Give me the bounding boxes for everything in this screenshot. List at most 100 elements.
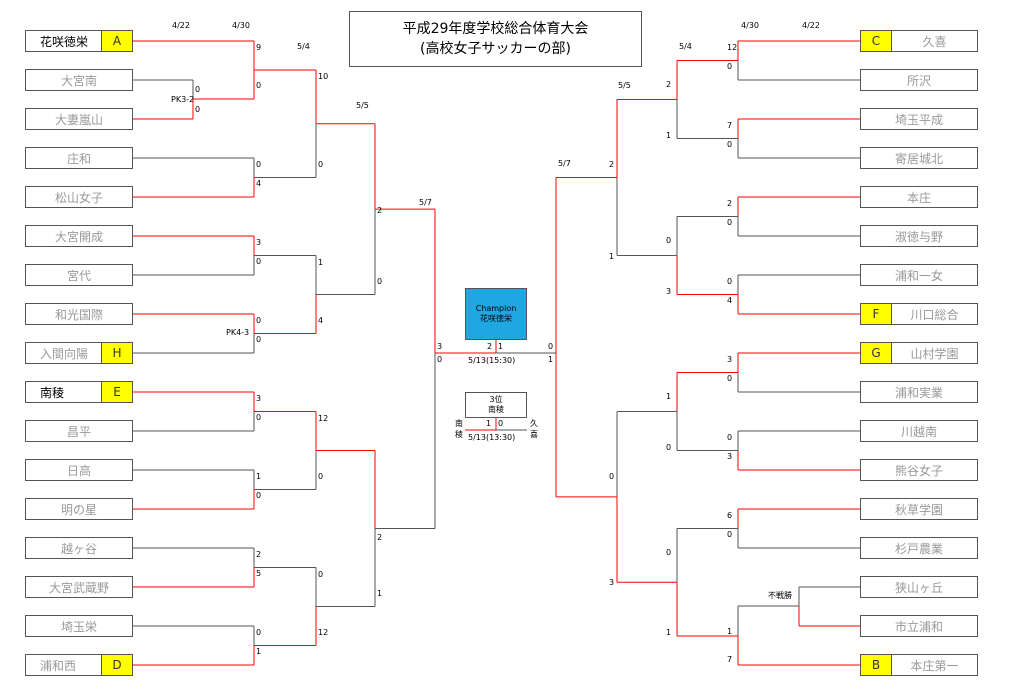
score: 12 [318, 413, 329, 423]
third-place-box: 3位 南稜 [465, 392, 527, 418]
champion-label: Champion [475, 304, 517, 313]
score: 0 [437, 355, 443, 364]
team-name: 埼玉平成 [894, 112, 943, 127]
date-label: 5/7 [558, 159, 571, 168]
pk-note: PK4-3 [226, 328, 250, 337]
left-team-5: 松山女子 [25, 186, 133, 208]
team-name: 川越南 [900, 424, 937, 439]
score: 0 [548, 342, 554, 351]
score: 0 [318, 159, 324, 169]
team-name: 浦和実業 [894, 385, 943, 400]
team-name: 昌平 [66, 424, 91, 439]
final-date: 5/13(15:30) [468, 356, 516, 365]
team-name: 花咲徳栄 [40, 34, 89, 49]
score: 1 [609, 251, 615, 261]
score: 0 [256, 160, 262, 169]
team-name: 大妻嵐山 [54, 112, 103, 127]
date-label: 5/4 [297, 42, 310, 51]
right-team-5: 本庄 [860, 186, 978, 208]
score: 0 [256, 81, 262, 90]
score: 0 [727, 530, 733, 539]
score: 4 [318, 315, 324, 325]
date-label: 5/4 [679, 42, 692, 51]
team-name: 秋草学園 [894, 502, 943, 517]
team-name: 越ヶ谷 [60, 541, 97, 556]
left-team-14: 越ヶ谷 [25, 537, 133, 559]
right-team-11: 川越南 [860, 420, 978, 442]
left-team-11: 昌平 [25, 420, 133, 442]
score: 1 [318, 257, 324, 267]
right-team-12: 熊谷女子 [860, 459, 978, 481]
score: 0 [666, 442, 672, 452]
seed-badge: D [101, 655, 132, 675]
team-name: 宮代 [66, 268, 91, 283]
score: 12 [727, 43, 738, 52]
left-team-13: 明の星 [25, 498, 133, 520]
score: 9 [256, 43, 262, 52]
score: 1 [256, 647, 262, 656]
score: 7 [727, 121, 733, 130]
score: 4 [256, 179, 262, 188]
score: 3 [437, 342, 443, 351]
left-team-16: 埼玉栄 [25, 615, 133, 637]
score: 3 [666, 286, 672, 296]
score: 0 [727, 140, 733, 149]
third-score-right: 0 [498, 419, 504, 428]
left-team-12: 日高 [25, 459, 133, 481]
score: 0 [256, 316, 262, 325]
score: 1 [666, 628, 672, 637]
score: 10 [318, 72, 329, 81]
left-team-2: 大宮南 [25, 69, 133, 91]
date-label: 4/30 [232, 21, 250, 30]
left-team-6: 大宮開成 [25, 225, 133, 247]
right-team-15: 狭山ヶ丘 [860, 576, 978, 598]
seed-badge: E [101, 382, 132, 402]
title-line-1: 平成29年度学校総合体育大会 [402, 21, 589, 37]
score: 0 [195, 85, 201, 94]
seed-badge: B [861, 655, 892, 675]
team-name: 久喜 [922, 34, 947, 49]
score: 12 [318, 627, 329, 637]
score: 0 [727, 277, 733, 286]
final-score-left: 2 [487, 342, 493, 351]
title-line-2: (高校女子サッカーの部) [420, 41, 571, 57]
score: 0 [666, 547, 672, 557]
score: 3 [727, 452, 733, 461]
team-name: 大宮武蔵野 [48, 580, 109, 595]
team-name: 熊谷女子 [894, 463, 943, 478]
score: 0 [377, 276, 383, 286]
team-name: 寄居城北 [894, 151, 943, 166]
team-name: 大宮南 [60, 73, 97, 88]
champion-team: 花咲徳栄 [480, 314, 512, 323]
team-name: 松山女子 [54, 190, 103, 205]
score: 0 [666, 235, 672, 245]
score: 0 [318, 471, 324, 481]
left-team-7: 宮代 [25, 264, 133, 286]
seed-badge: G [861, 343, 892, 363]
date-label: 4/22 [172, 21, 190, 30]
right-team-7: 浦和一女 [860, 264, 978, 286]
left-team-3: 大妻嵐山 [25, 108, 133, 130]
score: 4 [727, 296, 733, 305]
team-name: 浦和西 [40, 658, 77, 673]
team-name: 和光国際 [54, 307, 103, 322]
third-date: 5/13(13:30) [468, 433, 516, 442]
right-team-4: 寄居城北 [860, 147, 978, 169]
score: 0 [318, 569, 324, 579]
score: 2 [377, 205, 383, 215]
third-right-char: 久 [530, 419, 538, 428]
third-place-label: 3位 [489, 395, 503, 404]
score: 2 [666, 79, 672, 89]
left-team-4: 庄和 [25, 147, 133, 169]
score: 3 [256, 394, 262, 403]
score: 0 [256, 335, 262, 344]
score: 0 [195, 105, 201, 114]
right-team-10: 浦和実業 [860, 381, 978, 403]
right-team-3: 埼玉平成 [860, 108, 978, 130]
walkover-note: 不戦勝 [768, 591, 792, 600]
team-name: 市立浦和 [894, 619, 943, 634]
team-name: 大宮開成 [54, 229, 103, 244]
